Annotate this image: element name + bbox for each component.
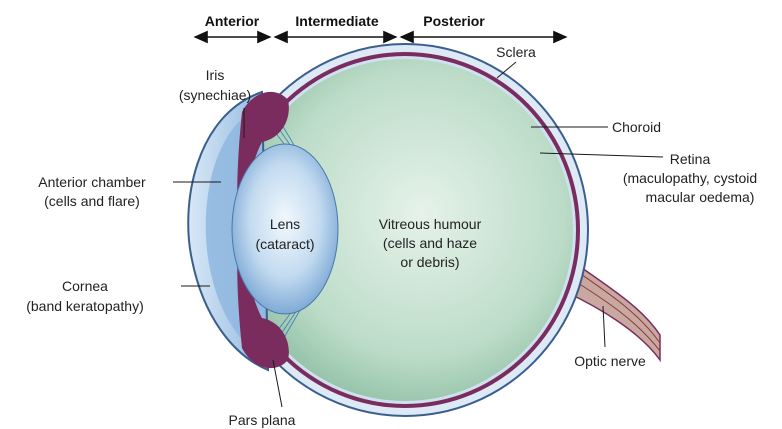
iris-note: (synechiae) bbox=[179, 87, 251, 103]
sclera-label: Sclera bbox=[496, 44, 536, 60]
optic-nerve-label: Optic nerve bbox=[574, 353, 646, 369]
pars-plana-label: Pars plana bbox=[229, 412, 296, 428]
vitreous-label-3: or debris) bbox=[400, 254, 459, 270]
anterior-region-label: Anterior bbox=[205, 13, 260, 29]
intermediate-region-label: Intermediate bbox=[295, 13, 378, 29]
retina-note-2: macular oedema) bbox=[646, 189, 755, 205]
retina-note-1: (maculopathy, cystoid bbox=[623, 170, 757, 186]
posterior-region-label: Posterior bbox=[423, 13, 485, 29]
cornea-note: (band keratopathy) bbox=[26, 298, 144, 314]
iris-label: Iris bbox=[206, 67, 225, 83]
lens-label: Lens bbox=[270, 216, 300, 232]
retina-label: Retina bbox=[670, 151, 711, 167]
anterior-chamber-label: Anterior chamber bbox=[38, 174, 146, 190]
choroid-label: Choroid bbox=[612, 119, 661, 135]
vitreous-label-1: Vitreous humour bbox=[379, 216, 482, 232]
vitreous-label-2: (cells and haze bbox=[383, 235, 477, 251]
cornea-label: Cornea bbox=[62, 278, 108, 294]
lens-note: (cataract) bbox=[255, 236, 314, 252]
anterior-chamber-note: (cells and flare) bbox=[44, 193, 140, 209]
